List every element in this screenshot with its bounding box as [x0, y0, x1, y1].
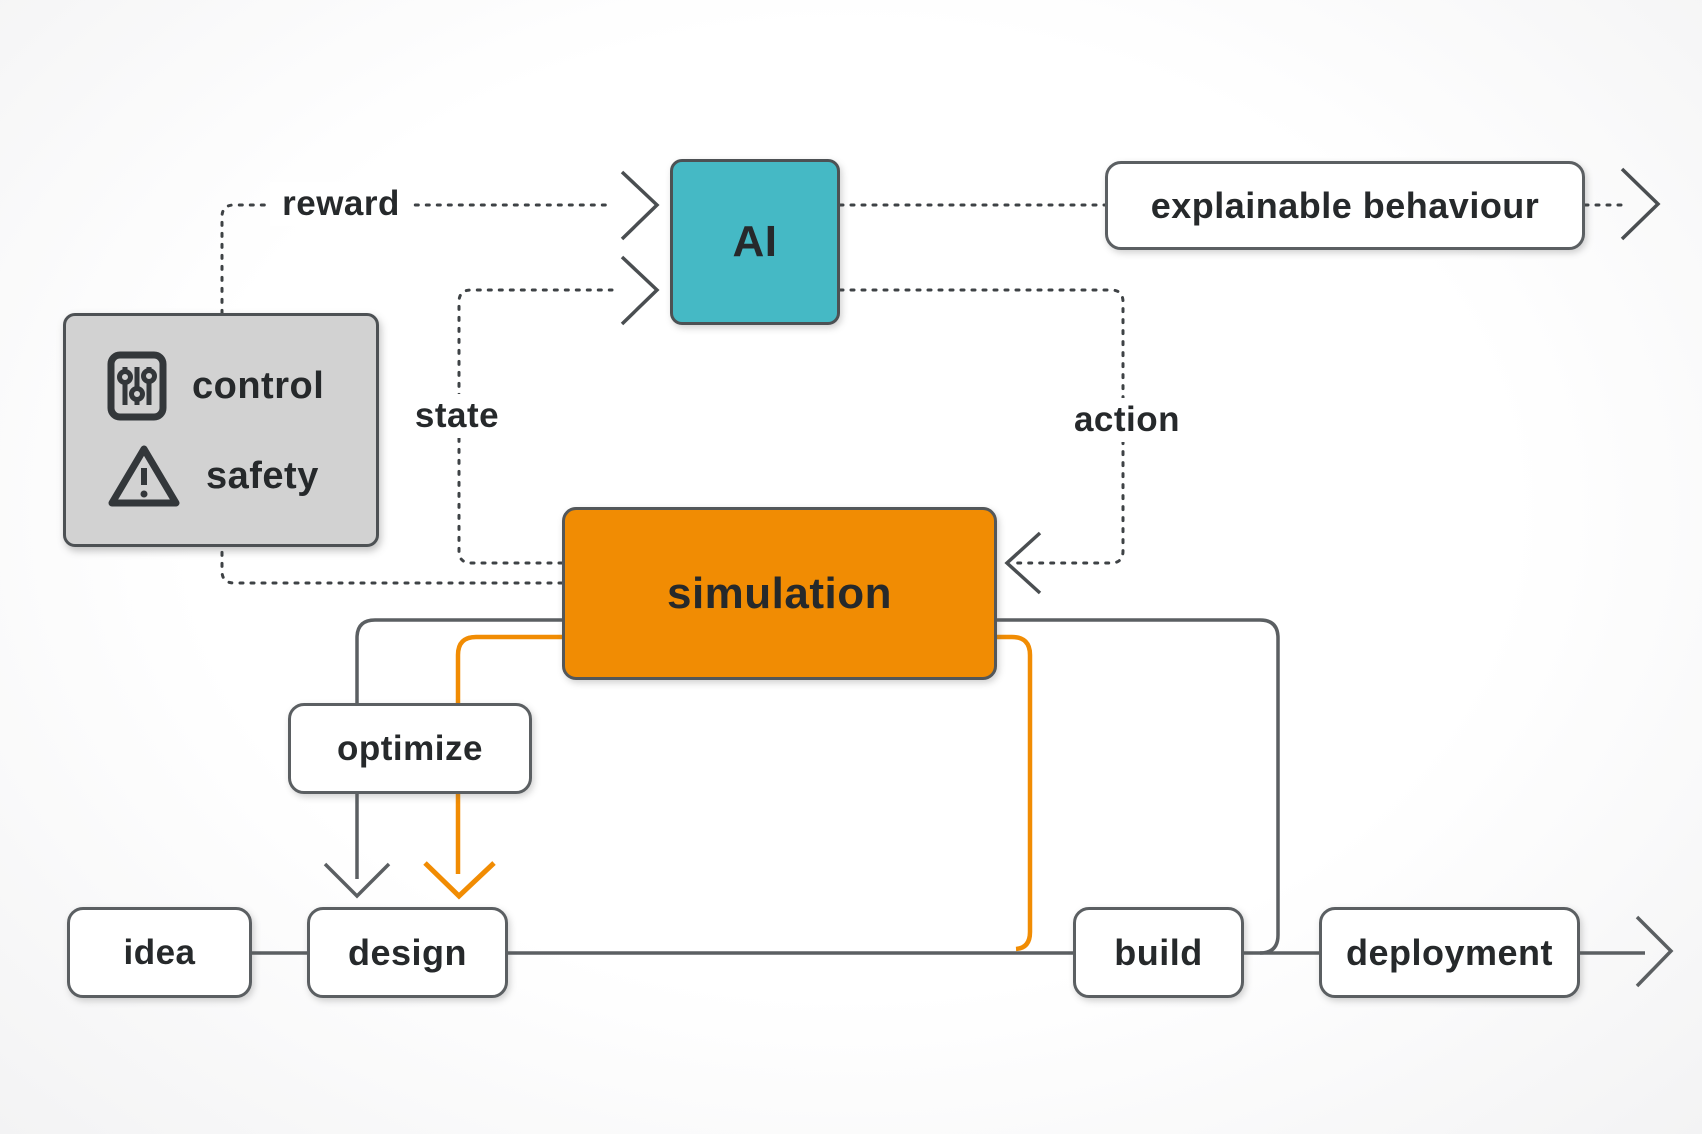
state-arrowhead-icon	[620, 255, 660, 326]
sim-to-pipeline-gray-edge	[997, 618, 1280, 955]
build-node: build	[1073, 907, 1244, 998]
simulation-node: simulation	[562, 507, 997, 680]
deployment-node: deployment	[1319, 907, 1580, 998]
explainable-behaviour-node: explainable behaviour	[1105, 161, 1585, 250]
reward-arrowhead-icon	[620, 170, 660, 241]
ai-node-label: AI	[732, 217, 778, 266]
reward-edge-label: reward	[270, 182, 412, 226]
design-node: design	[307, 907, 508, 998]
sim-to-pipeline-orange-edge	[997, 634, 1033, 952]
sliders-icon	[106, 350, 168, 422]
deployment-label: deployment	[1345, 931, 1554, 973]
orange-design-arrowhead-icon	[423, 861, 496, 900]
pipeline-out-arrowhead-icon	[1635, 915, 1674, 988]
warning-icon	[106, 442, 182, 510]
idea-label: idea	[123, 932, 196, 972]
control-safety-panel: control safety	[63, 313, 379, 547]
panel-row-control: control	[106, 350, 376, 422]
optimize-node: optimize	[288, 703, 532, 794]
gray-design-arrowhead-icon	[323, 862, 391, 899]
optimize-label: optimize	[337, 728, 483, 768]
simulation-label: simulation	[666, 568, 893, 618]
safety-label: safety	[206, 454, 319, 497]
ai-node: AI	[670, 159, 840, 325]
action-edge-label: action	[1061, 398, 1193, 442]
control-label: control	[192, 364, 325, 407]
explainable-out-arrowhead-icon	[1620, 167, 1661, 241]
panel-row-safety: safety	[106, 442, 376, 510]
sim-to-design-orange-edge	[455, 634, 562, 874]
design-label: design	[347, 931, 467, 973]
action-arrowhead-icon	[1004, 531, 1042, 595]
action-edge	[838, 288, 1125, 565]
build-label: build	[1114, 931, 1203, 973]
explainable-behaviour-label: explainable behaviour	[1150, 184, 1540, 226]
sim-to-design-gray-edge	[355, 618, 562, 879]
reward-edge	[220, 203, 614, 585]
state-edge-label: state	[402, 394, 512, 438]
idea-node: idea	[67, 907, 252, 998]
